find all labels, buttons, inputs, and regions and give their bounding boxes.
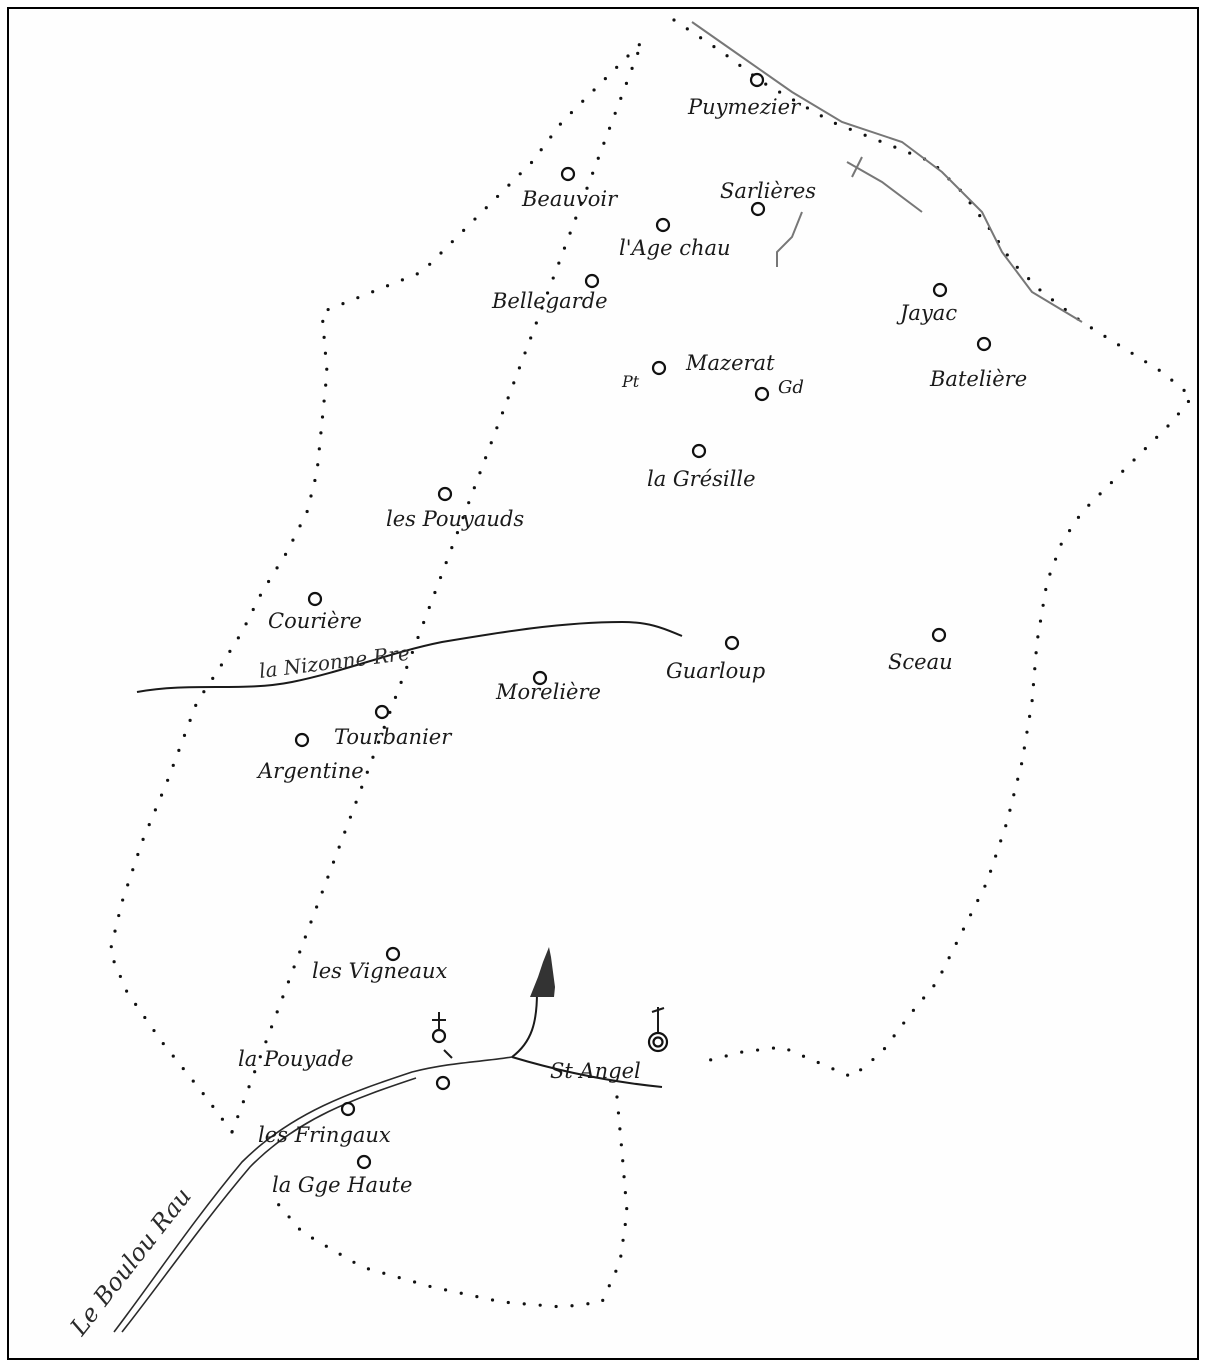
label-couriere: Courière (268, 609, 362, 633)
place-dot-bateliere (976, 336, 992, 352)
label-lespouyauds: les Pouyauds (386, 507, 524, 531)
church-inner-icon (652, 1036, 664, 1048)
place-dot-lapouyade-2 (435, 1075, 451, 1091)
label-moreliere: Morelière (495, 680, 601, 704)
label-lesfringaux: les Fringaux (258, 1123, 391, 1147)
place-dot-lesfringaux (340, 1101, 356, 1117)
place-dot-jayac (932, 282, 948, 298)
label-lesvigneaux: les Vigneaux (312, 959, 448, 983)
place-dot-sarlieres (750, 201, 766, 217)
church-icon (647, 1031, 669, 1053)
cross-icon (432, 1012, 453, 1059)
label-gd: Gd (778, 377, 804, 398)
label-bateliere: Batelière (929, 367, 1027, 391)
label-argentine: Argentine (256, 759, 364, 783)
map-canvas: Puymezier Beauvoir Sarlières l'Age chau … (64, 18, 1195, 1341)
river-nizonne (136, 620, 683, 693)
place-dot-gd-mazerat (754, 386, 770, 402)
label-river-boulou: Le Boulou Rau (64, 1182, 197, 1341)
label-stangel: St Angel (550, 1059, 641, 1083)
place-dot-lagechau (655, 217, 671, 233)
label-bellegarde: Bellegarde (491, 289, 608, 313)
place-dot-puymezier (749, 72, 765, 88)
place-dot-guarloup (724, 635, 740, 651)
river-boulou (113, 1056, 513, 1333)
label-river-nizonne: la Nizonne Rre (258, 641, 411, 683)
place-dot-couriere (307, 591, 323, 607)
place-dot-lapouyade (431, 1028, 447, 1044)
river-boulou-bank (121, 1077, 417, 1333)
label-lagechau: l'Age chau (619, 236, 731, 260)
label-puymezier: Puymezier (687, 95, 802, 119)
place-dot-laggehaute (356, 1154, 372, 1170)
label-lagresille: la Grésille (647, 467, 756, 491)
label-tourbanier: Tourbanier (334, 725, 453, 749)
stream-tributary (511, 991, 663, 1088)
map-frame: Puymezier Beauvoir Sarlières l'Age chau … (7, 7, 1199, 1360)
place-dot-sceau (931, 627, 947, 643)
road-branch (776, 156, 923, 267)
label-guarloup: Guarloup (666, 659, 765, 683)
label-lapouyade: la Pouyade (238, 1047, 354, 1071)
place-dot-lesvigneaux (385, 946, 401, 962)
label-sarlieres: Sarlières (720, 179, 816, 203)
road-northeast (691, 21, 1083, 323)
label-beauvoir: Beauvoir (521, 187, 619, 211)
place-dot-pt-mazerat (651, 360, 667, 376)
place-dot-lagresille (691, 443, 707, 459)
commune-boundary (108, 18, 1195, 1309)
label-mazerat: Mazerat (685, 351, 775, 375)
church-cross-icon (651, 1007, 665, 1032)
place-dot-tourbanier (374, 704, 390, 720)
label-jayac: Jayac (896, 301, 957, 325)
place-dot-beauvoir (560, 166, 576, 182)
tree-icon (530, 947, 555, 997)
place-dot-bellegarde (584, 273, 600, 289)
label-sceau: Sceau (888, 650, 953, 674)
place-dot-moreliere (532, 670, 548, 686)
place-dot-lespouyauds (437, 486, 453, 502)
label-laggehaute: la Gge Haute (272, 1173, 412, 1197)
label-pt: Pt (621, 372, 640, 391)
place-dot-argentine (294, 732, 310, 748)
